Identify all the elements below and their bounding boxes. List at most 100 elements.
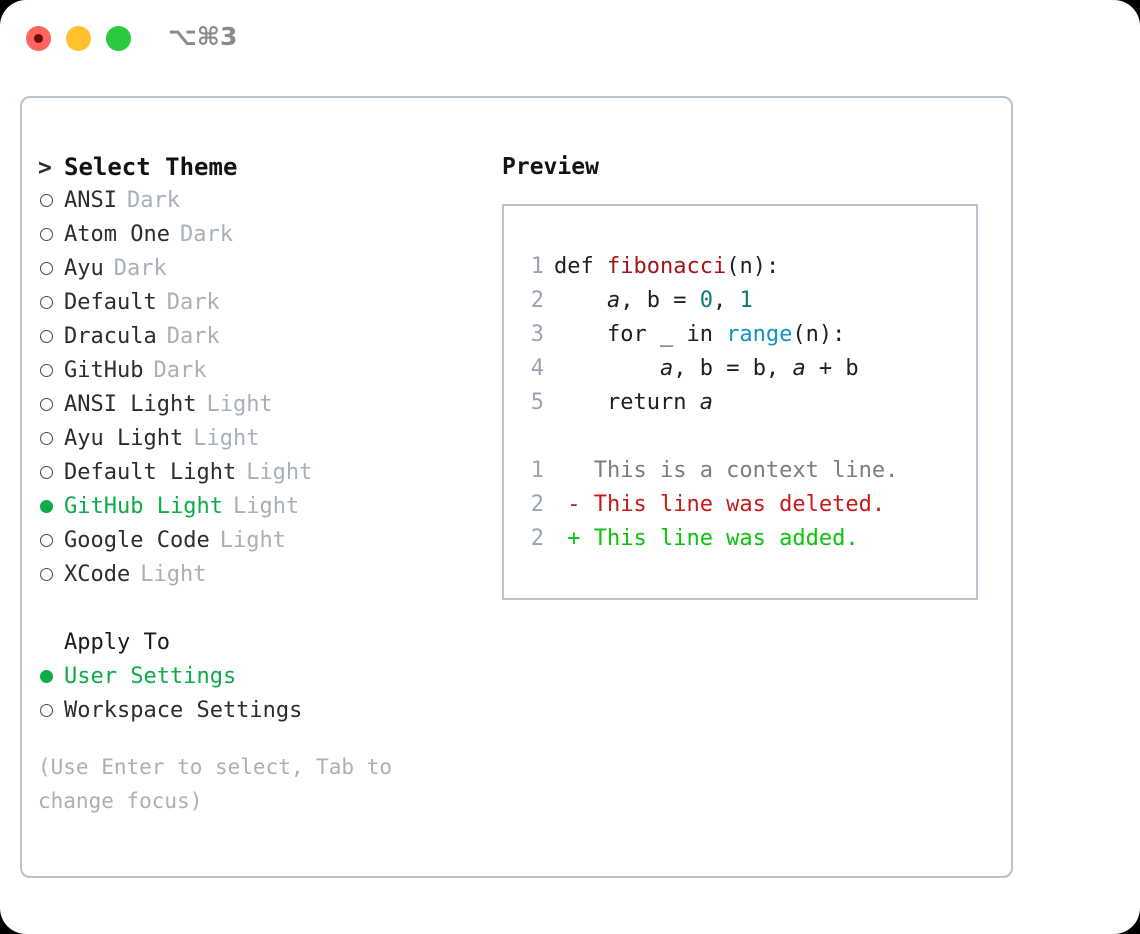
code-token: range [726, 322, 793, 347]
code-token: (n): [726, 254, 780, 279]
theme-name: Google Code [64, 528, 210, 553]
theme-list-item[interactable]: Default Dark [38, 286, 488, 320]
theme-variant-badge: Light [140, 562, 207, 587]
theme-variant-badge: Light [246, 460, 313, 485]
theme-name: GitHub Light [64, 494, 223, 519]
window-controls [26, 26, 131, 51]
apply-to-label: Apply To [64, 630, 170, 655]
code-token: return [554, 390, 700, 415]
code-diff-separator [522, 420, 898, 454]
theme-variant-badge: Dark [179, 222, 233, 247]
preview-title: Preview [502, 154, 599, 180]
code-line: 2 a, b = 0, 1 [522, 284, 898, 318]
code-line: 3 for _ in range(n): [522, 318, 898, 352]
diff-text: + This line was added. [554, 526, 859, 551]
theme-name: Ayu Light [64, 426, 184, 451]
code-token: (n): [792, 322, 846, 347]
theme-list-item[interactable]: Ayu Dark [38, 252, 488, 286]
keyboard-shortcut-label: ⌥⌘3 [168, 22, 238, 51]
maximize-button[interactable] [106, 26, 131, 51]
code-token: b [646, 288, 660, 313]
diff-text: - This line was deleted. [554, 492, 886, 517]
apply-to-option[interactable]: User Settings [38, 660, 488, 694]
theme-name: XCode [64, 562, 131, 587]
code-token: a [659, 356, 674, 381]
theme-list-item[interactable]: Default Light Light [38, 456, 488, 490]
theme-variant-badge: Dark [166, 290, 220, 315]
code-token: a [699, 390, 713, 415]
theme-list-item[interactable]: ANSI Light Light [38, 388, 488, 422]
theme-variant-badge: Light [232, 494, 300, 519]
code-token: , [620, 288, 647, 313]
code-token: = [659, 288, 700, 313]
code-line: 5 return a [522, 386, 898, 420]
theme-list-item[interactable]: GitHub Light Light [38, 490, 488, 524]
code-token: , b = b, [673, 356, 793, 381]
code-token: fibonacci [606, 254, 727, 279]
code-token: 0 [699, 288, 713, 313]
code-line: 1 def fibonacci(n): [522, 250, 898, 284]
apply-to-option[interactable]: Workspace Settings [38, 694, 488, 728]
theme-name: GitHub [64, 358, 144, 383]
line-number: 1 [530, 254, 544, 279]
theme-variant-badge: Dark [126, 188, 180, 213]
code-token [554, 356, 660, 381]
close-button[interactable] [26, 26, 51, 51]
code-token: for _ in [554, 322, 727, 347]
title-bar: ⌥⌘3 [0, 0, 1140, 78]
theme-variant-badge: Light [206, 392, 273, 417]
theme-list-item[interactable]: ANSI Dark [38, 184, 488, 218]
theme-name: Default Light [64, 460, 237, 485]
code-token: a [606, 288, 621, 313]
theme-name: ANSI Light [64, 392, 197, 417]
theme-name: ANSI [64, 188, 117, 213]
line-number: 3 [530, 322, 544, 347]
select-theme-header: > Select Theme [38, 150, 488, 184]
diff-line: 2 + This line was added. [522, 522, 898, 556]
theme-list-item[interactable]: Dracula Dark [38, 320, 488, 354]
apply-to-header: Apply To [38, 626, 488, 660]
theme-list-item[interactable]: Ayu Light Light [38, 422, 488, 456]
page-title: Select Theme [64, 153, 238, 181]
code-token: a [792, 356, 806, 381]
theme-name: Default [64, 290, 157, 315]
apply-to-option-label: User Settings [64, 664, 237, 689]
theme-variant-badge: Dark [113, 256, 167, 281]
theme-variant-badge: Dark [153, 358, 207, 383]
theme-list-item[interactable]: Atom One Dark [38, 218, 488, 252]
theme-variant-badge: Light [193, 426, 260, 451]
line-number: 2 [530, 526, 544, 551]
code-token: 1 [739, 288, 753, 313]
minimize-button[interactable] [66, 26, 91, 51]
line-number: 2 [530, 492, 544, 517]
line-number: 4 [530, 356, 544, 381]
keyboard-hint-text: (Use Enter to select, Tab to change focu… [38, 755, 393, 813]
theme-name: Atom One [64, 222, 170, 247]
code-line: 4 a, b = b, a + b [522, 352, 898, 386]
line-number: 5 [530, 390, 544, 415]
list-spacer [38, 592, 488, 626]
theme-list-item[interactable]: XCode Light [38, 558, 488, 592]
theme-list-item[interactable]: GitHub Dark [38, 354, 488, 388]
apply-to-option-label: Workspace Settings [64, 698, 303, 723]
code-token: + b [805, 356, 859, 381]
diff-line: 1 This is a context line. [522, 454, 899, 488]
theme-variant-badge: Dark [166, 324, 220, 349]
line-number: 1 [530, 458, 544, 483]
code-token: def [554, 254, 607, 279]
prompt-caret-icon: > [38, 155, 52, 181]
diff-text: This is a context line. [554, 458, 899, 483]
line-number: 2 [530, 288, 544, 313]
diff-line: 2 - This line was deleted. [522, 488, 898, 522]
theme-name: Ayu [64, 256, 104, 281]
theme-name: Dracula [64, 324, 157, 349]
